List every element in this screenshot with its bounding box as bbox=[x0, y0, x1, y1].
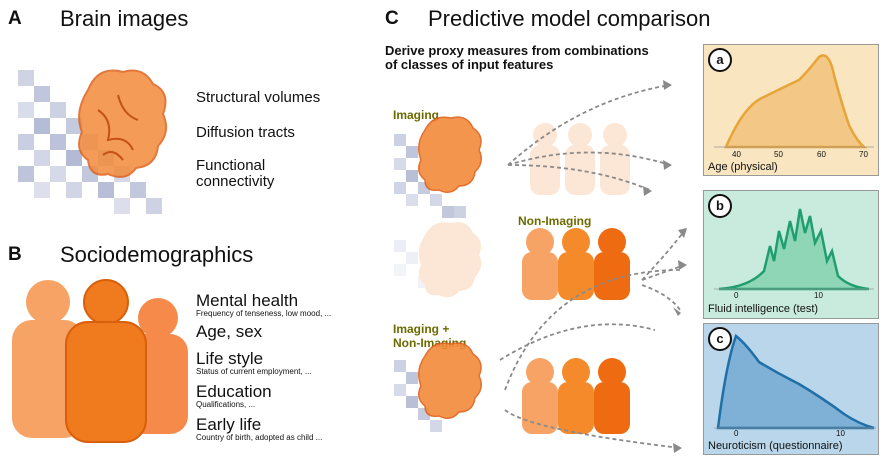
fluid-intelligence-density-curve bbox=[714, 208, 874, 291]
feature-diffusion-tracts: Diffusion tracts bbox=[196, 124, 295, 141]
socio-item-education: Education Qualifications, ... bbox=[196, 383, 272, 409]
panel-b-title: Sociodemographics bbox=[60, 242, 254, 267]
people-illustration bbox=[12, 279, 188, 443]
faded-people-row1 bbox=[530, 123, 630, 195]
panel-a-letter: A bbox=[8, 8, 22, 29]
brain-images-illustration bbox=[18, 69, 168, 214]
panel-a-title: Brain images bbox=[60, 6, 189, 31]
socio-sub-text: Country of birth, adopted as child ... bbox=[196, 433, 323, 442]
socio-item-age-sex: Age, sex bbox=[196, 323, 262, 340]
input-label-non-imaging: Non-Imaging bbox=[518, 214, 592, 228]
age-density-curve bbox=[714, 54, 874, 149]
tick: 0 bbox=[734, 291, 739, 300]
imaging-grid-row3 bbox=[394, 360, 442, 432]
panel-c-title: Predictive model comparison bbox=[428, 6, 711, 31]
feature-structural-volumes: Structural volumes bbox=[196, 89, 321, 106]
imaging-grid-row1 bbox=[394, 134, 466, 218]
tick: 10 bbox=[814, 291, 823, 300]
socio-sub-text: Frequency of tenseness, low mood, ... bbox=[196, 309, 332, 318]
socio-sub-text: Qualifications, ... bbox=[196, 400, 256, 409]
brain-shape bbox=[78, 69, 168, 178]
imaging-brain-row3 bbox=[418, 342, 482, 419]
panel-b-letter: B bbox=[8, 244, 22, 265]
socio-item-life-style: Life style Status of current employment,… bbox=[196, 350, 312, 376]
panel-c-letter: C bbox=[385, 8, 399, 29]
target-label-fluid-intelligence: Fluid intelligence (test) bbox=[708, 303, 819, 315]
target-card-age: a 40 50 60 70 Age (physical) bbox=[703, 44, 879, 176]
person-center bbox=[65, 279, 147, 443]
target-card-neuroticism: c 0 10 Neuroticism (questionnaire) bbox=[703, 323, 879, 455]
imaging-brain-row1 bbox=[418, 116, 482, 193]
faded-imaging-row2 bbox=[394, 222, 482, 298]
socio-main-text: Mental health bbox=[196, 291, 299, 310]
tick: 10 bbox=[836, 429, 845, 438]
socio-item-mental-health: Mental health Frequency of tenseness, lo… bbox=[196, 292, 331, 318]
target-card-fluid-intelligence: b 0 10 Fluid intelligence (test) bbox=[703, 190, 879, 319]
people-row3 bbox=[522, 358, 630, 434]
tick: 60 bbox=[817, 150, 826, 159]
arrow-heads bbox=[643, 80, 687, 453]
tick: 40 bbox=[732, 150, 741, 159]
prediction-arrows bbox=[499, 84, 686, 449]
socio-main-text: Life style bbox=[196, 349, 264, 368]
socio-main-text: Education bbox=[196, 382, 272, 401]
neuroticism-density-curve bbox=[714, 333, 876, 430]
tick: 0 bbox=[734, 429, 739, 438]
target-label-age: Age (physical) bbox=[708, 161, 778, 173]
panel-c-subtitle: Derive proxy measures from combinations … bbox=[385, 43, 649, 72]
tick: 50 bbox=[774, 150, 783, 159]
input-label-imaging: Imaging bbox=[393, 108, 440, 122]
socio-sub-text: Status of current employment, ... bbox=[196, 367, 312, 376]
tick: 70 bbox=[859, 150, 868, 159]
socio-item-early-life: Early life Country of birth, adopted as … bbox=[196, 416, 322, 442]
target-label-neuroticism: Neuroticism (questionnaire) bbox=[708, 440, 843, 452]
badge-b: b bbox=[708, 194, 732, 218]
feature-functional-connectivity: Functional connectivity bbox=[196, 157, 275, 190]
socio-main-text: Age, sex bbox=[196, 322, 263, 341]
people-row2 bbox=[522, 228, 630, 300]
badge-a: a bbox=[708, 48, 732, 72]
badge-c: c bbox=[708, 327, 732, 351]
model-diagram bbox=[394, 80, 687, 453]
socio-main-text: Early life bbox=[196, 415, 262, 434]
